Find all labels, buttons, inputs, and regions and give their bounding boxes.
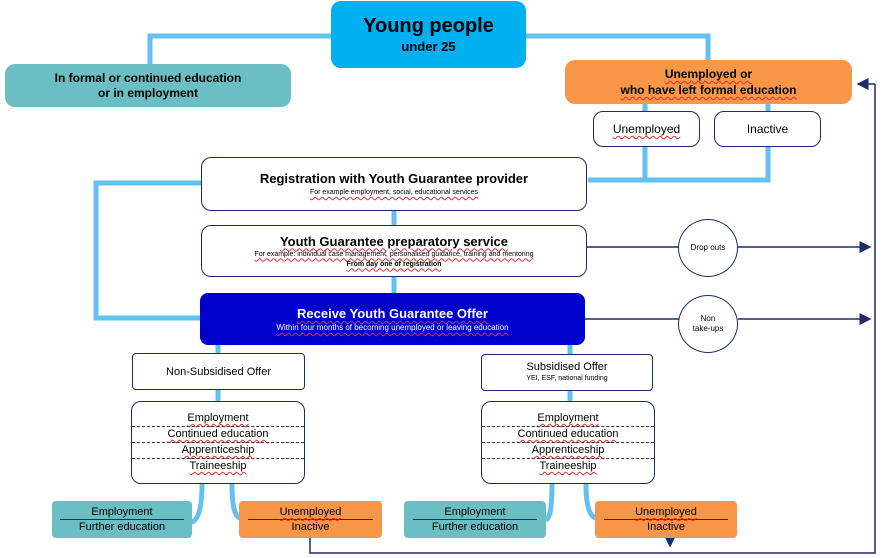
preparatory-service-box: Youth Guarantee preparatory service For …: [201, 225, 587, 277]
option-continued-education: Continued education: [167, 428, 269, 440]
subsidised-label: Subsidised Offer: [526, 361, 608, 373]
receive-offer-box: Receive Youth Guarantee Offer Within fou…: [200, 293, 585, 345]
non-takeups-line2: take-ups: [692, 324, 724, 333]
young-people-title: Young people: [363, 14, 494, 37]
drop-outs-circle: Drop outs: [678, 219, 738, 277]
registration-box: Registration with Youth Guarantee provid…: [201, 157, 587, 211]
in-education-line2: or in employment: [97, 85, 198, 100]
option-employment: Employment: [187, 412, 249, 424]
divider: [132, 458, 304, 459]
preparatory-sub1: For example: individual case management,…: [254, 250, 534, 258]
unemployed-or-line2: who have left formal education: [620, 83, 797, 97]
inactive-box: Inactive: [714, 111, 821, 147]
negative-outcome-right: Unemployed Inactive: [595, 501, 737, 538]
inactive-label: Inactive: [746, 122, 789, 136]
positive-line1: Employment: [60, 505, 184, 520]
options-box-right: Employment Continued education Apprentic…: [481, 401, 655, 484]
positive-line1: Employment: [412, 505, 538, 520]
divider: [482, 442, 654, 443]
registration-title: Registration with Youth Guarantee provid…: [259, 171, 529, 186]
option-traineeship: Traineeship: [189, 460, 247, 472]
receive-offer-sub: Within four months of becoming unemploye…: [276, 323, 509, 332]
negative-line1: Unemployed: [603, 505, 729, 520]
option-apprenticeship: Apprenticeship: [181, 444, 255, 456]
non-takeups-circle: Non take-ups: [678, 295, 738, 353]
divider: [482, 458, 654, 459]
options-box-left: Employment Continued education Apprentic…: [131, 401, 305, 484]
receive-offer-title: Receive Youth Guarantee Offer: [297, 306, 488, 321]
young-people-subtitle: under 25: [401, 38, 456, 54]
negative-line2: Inactive: [291, 521, 330, 533]
non-takeups-line1: Non: [700, 314, 716, 323]
divider: [132, 426, 304, 427]
drop-outs-label: Drop outs: [690, 243, 726, 252]
negative-line1: Unemployed: [247, 505, 374, 520]
option-apprenticeship: Apprenticeship: [531, 444, 605, 456]
positive-line2: Further education: [431, 521, 519, 533]
divider: [132, 442, 304, 443]
divider: [482, 426, 654, 427]
unemployed-or-line1: Unemployed or: [664, 67, 753, 81]
non-subsidised-label: Non-Subsidised Offer: [166, 365, 271, 378]
unemployed-or-left-education-box: Unemployed or who have left formal educa…: [565, 60, 852, 104]
option-continued-education: Continued education: [517, 428, 619, 440]
option-traineeship: Traineeship: [539, 460, 597, 472]
subsidised-offer-box: Subsidised Offer YEI, ESF, national fund…: [481, 354, 653, 391]
in-education-box: In formal or continued education or in e…: [5, 64, 291, 107]
positive-line2: Further education: [78, 521, 166, 533]
unemployed-label: Unemployed: [612, 122, 681, 136]
subsidised-sub: YEI, ESF, national funding: [526, 375, 608, 382]
positive-outcome-right: Employment Further education: [404, 501, 546, 538]
negative-outcome-left: Unemployed Inactive: [239, 501, 382, 538]
option-employment: Employment: [537, 412, 599, 424]
young-people-box: Young people under 25: [331, 1, 526, 68]
positive-outcome-left: Employment Further education: [52, 501, 192, 538]
preparatory-sub2: From day one of registration: [346, 260, 442, 268]
preparatory-title: Youth Guarantee preparatory service: [279, 233, 509, 249]
non-subsidised-offer-box: Non-Subsidised Offer: [132, 353, 305, 390]
unemployed-box: Unemployed: [593, 111, 700, 147]
registration-sub: For example employment, social, educatio…: [309, 189, 479, 196]
negative-line2: Inactive: [647, 521, 685, 533]
in-education-line1: In formal or continued education: [54, 70, 242, 85]
